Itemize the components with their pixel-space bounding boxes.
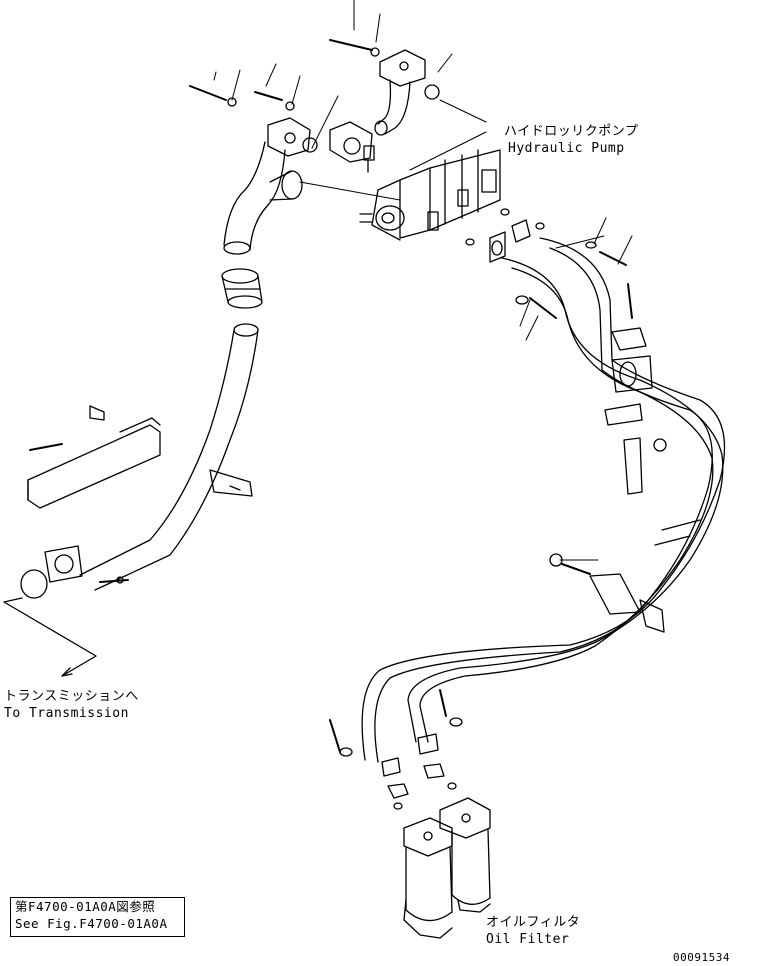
reference-label-en: See Fig.F4700-01A0A	[15, 916, 168, 931]
pump-label-en: Hydraulic Pump	[508, 141, 625, 156]
drawing-number: 00091534	[673, 951, 730, 964]
callout-leaders	[213, 0, 633, 561]
suction-pipe-transmission	[20, 323, 259, 599]
pump-label-jp: ハイドロッリクポンプ	[504, 124, 639, 139]
hydraulic-lines	[361, 237, 726, 763]
suction-pipe-elbow	[189, 85, 311, 255]
pipe-bracket	[27, 417, 161, 509]
hydraulic-pump	[359, 149, 501, 241]
line-clamps	[549, 327, 667, 633]
filter-fittings	[329, 689, 463, 810]
pump-flange-fitting	[302, 121, 375, 173]
filter-label-en: Oil Filter	[486, 932, 570, 947]
oil-filters	[403, 797, 491, 939]
pump-outlet-flanges	[465, 208, 633, 319]
filter-label-jp: オイルフィルタ	[486, 915, 581, 930]
transmission-label-en: To Transmission	[4, 706, 129, 721]
transmission-label-jp: トランスミッションへ	[4, 689, 139, 704]
hose-coupling	[221, 268, 263, 309]
figure-reference-box: 第F4700-01A0A図参照 See Fig.F4700-01A0A	[10, 897, 185, 937]
reference-label-jp: 第F4700-01A0A図参照	[15, 899, 156, 914]
transmission-leader	[3, 597, 97, 677]
pump-suction-elbow	[329, 39, 440, 136]
